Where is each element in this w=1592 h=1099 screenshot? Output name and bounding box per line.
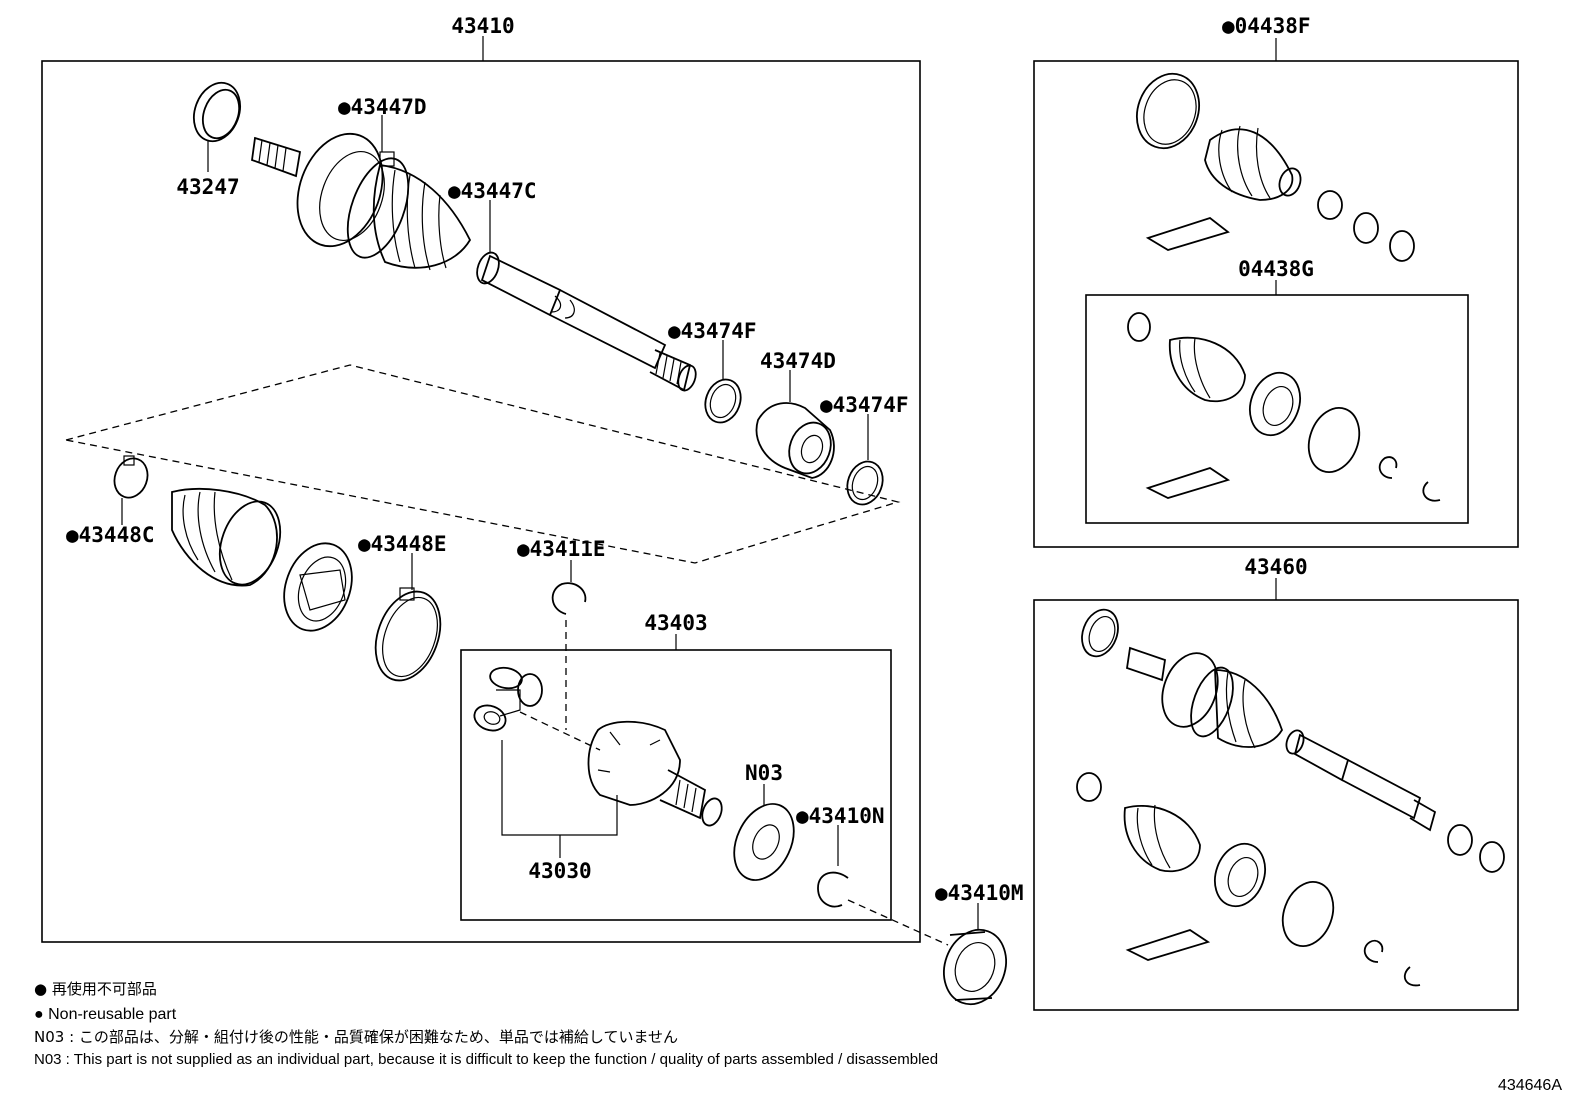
label-43411E[interactable]: ●43411E [517,537,606,561]
kit-04438F-parts[interactable] [1127,65,1415,262]
legend-en-n03: N03 : This part is not supplied as an in… [34,1051,938,1068]
part-inboard-housing[interactable] [587,720,725,829]
label-04438G[interactable]: 04438G [1238,257,1314,281]
label-43403[interactable]: 43403 [644,611,707,635]
assembly-43460-parts[interactable] [1076,605,1505,987]
part-43474F-ring-a[interactable] [700,375,747,428]
drive-shaft-outboard[interactable] [251,122,699,393]
part-tripod[interactable] [471,665,543,734]
label-43474F-b[interactable]: ●43474F [820,393,909,417]
part-43448C-clamp[interactable] [109,454,153,503]
part-43410M-seal[interactable] [934,921,1016,1013]
kit-04438G-parts[interactable] [1127,312,1441,502]
label-43247[interactable]: 43247 [176,175,239,199]
part-43247-ring[interactable] [186,76,248,147]
part-43474F-ring-b[interactable] [842,457,889,510]
assembly-box-43460 [1033,599,1519,1011]
diagram-id: 434646A [1498,1077,1562,1094]
part-43474D-damper[interactable] [755,402,838,479]
part-inboard-boot[interactable] [171,487,291,593]
label-43447D[interactable]: ●43447D [338,95,427,119]
label-43474D[interactable]: 43474D [760,349,836,373]
label-43410M[interactable]: ●43410M [935,881,1024,905]
label-N03[interactable]: N03 [745,761,783,785]
legend-jp-n03: N03 : この部品は、分解・組付け後の性能・品質確保が困難なため、単品では補給… [34,1028,678,1046]
label-43410N[interactable]: ●43410N [796,804,885,828]
label-43474F-a[interactable]: ●43474F [668,319,757,343]
part-N03-washer[interactable] [723,794,806,889]
kit-box-04438F [1033,60,1519,548]
label-43410[interactable]: 43410 [451,14,514,38]
subassembly-box-43403 [460,649,892,921]
label-43460[interactable]: 43460 [1244,555,1307,579]
label-43448C[interactable]: ●43448C [66,523,155,547]
legend-en-nonreusable: ● Non-reusable part [34,1006,177,1023]
legend-jp-nonreusable: ● 再使用不可部品 [34,980,157,998]
label-43448E[interactable]: ●43448E [358,532,447,556]
part-43448E-clamp[interactable] [364,583,452,690]
part-joint-ring[interactable] [273,534,364,640]
kit-boundary-dashed [65,364,901,564]
kit-box-04438G [1085,294,1469,524]
label-43030[interactable]: 43030 [528,859,591,883]
label-04438F[interactable]: ●04438F [1222,14,1311,38]
part-43410N-snap-ring[interactable] [817,871,849,908]
part-43411E-snap-ring[interactable] [551,582,587,615]
label-43447C[interactable]: ●43447C [448,179,537,203]
assembly-box-43410 [41,60,921,943]
